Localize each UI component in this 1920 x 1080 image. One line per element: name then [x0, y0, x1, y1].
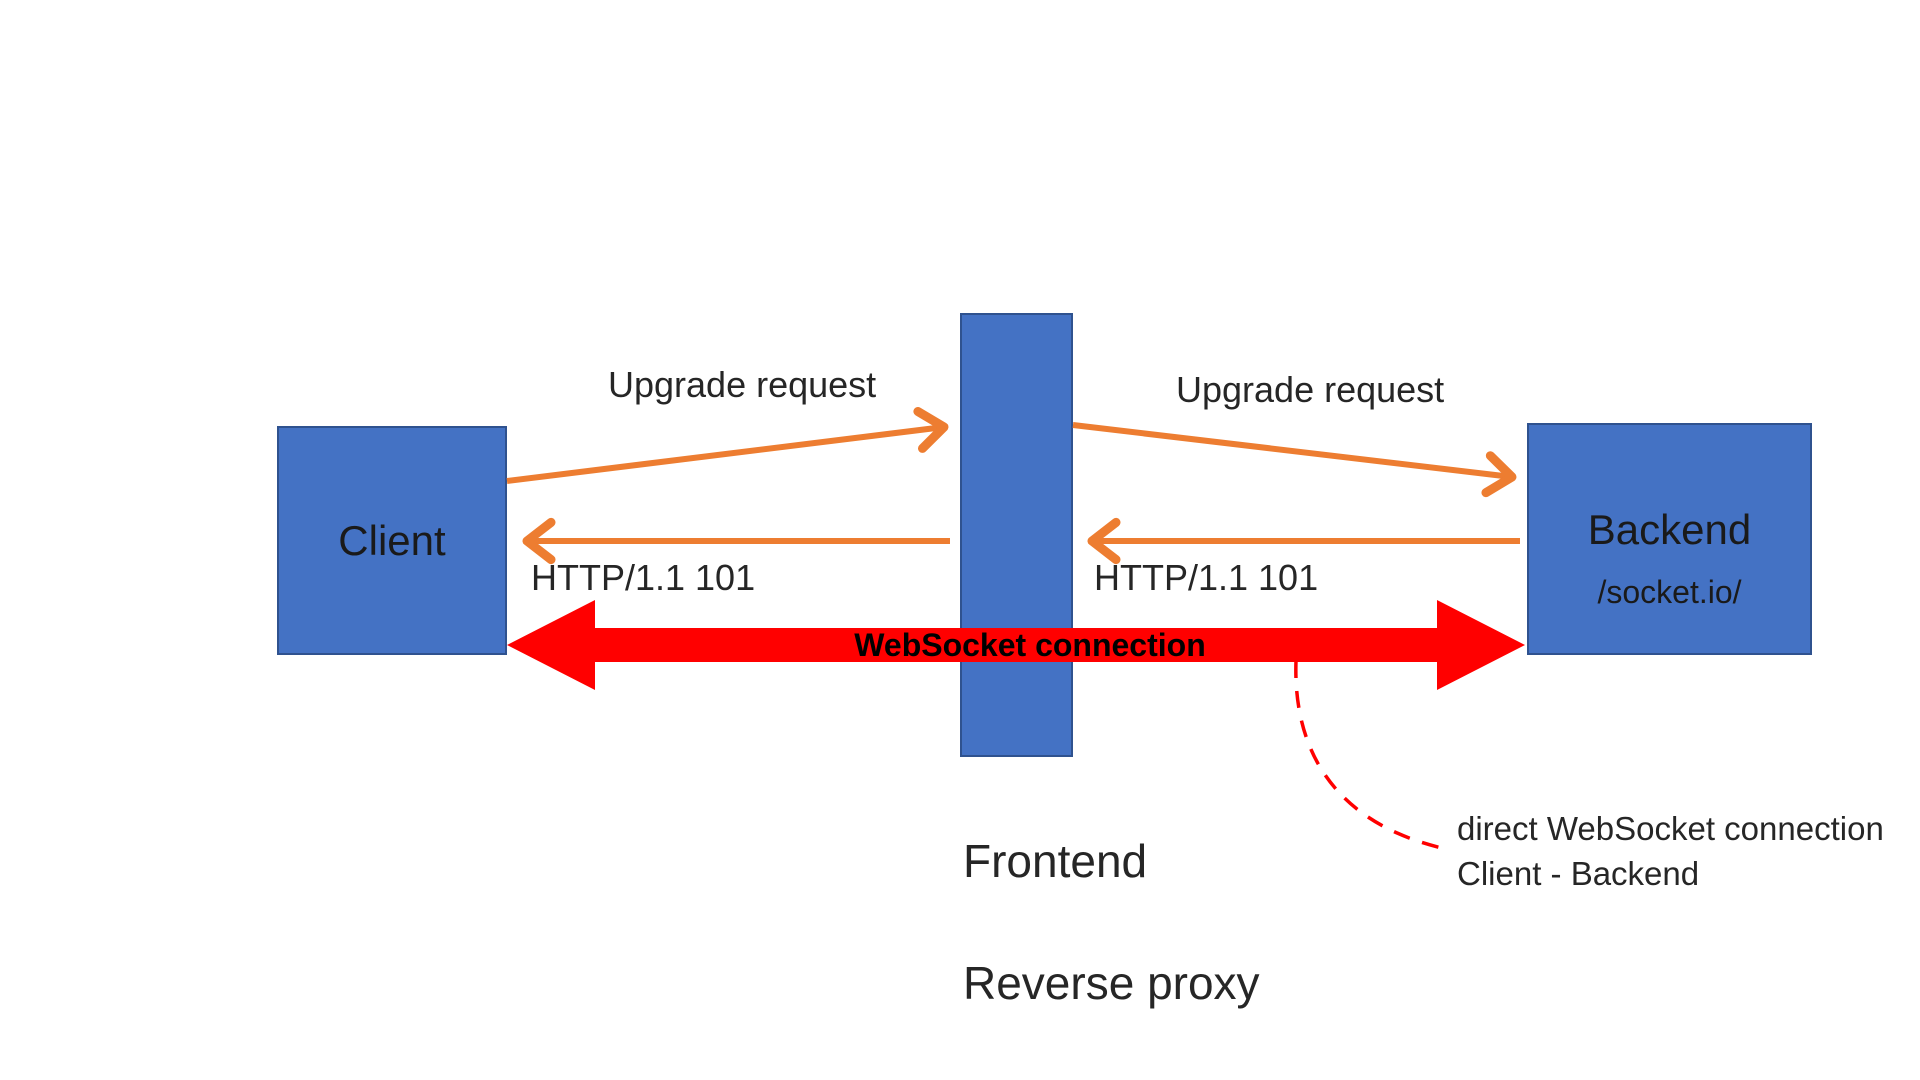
http-101-label-left: HTTP/1.1 101 [531, 557, 756, 598]
backend-node: Backend /socket.io/ [1527, 423, 1812, 655]
reverse-proxy-label: Frontend Reverse proxy [963, 770, 1260, 1075]
reverse-proxy-label-line1: Frontend [963, 835, 1148, 887]
upgrade-request-arrow-right [1072, 422, 1517, 498]
backend-node-label: Backend [1587, 506, 1752, 553]
callout-text-line2: Client - Backend [1457, 855, 1700, 892]
upgrade-request-label-right: Upgrade request [1176, 369, 1445, 410]
callout-text: direct WebSocket connection Client - Bac… [1457, 806, 1884, 896]
client-node-label: Client [338, 516, 446, 564]
upgrade-request-label-left: Upgrade request [608, 364, 877, 405]
http-101-label-right: HTTP/1.1 101 [1094, 557, 1319, 598]
client-node: Client [277, 426, 507, 655]
websocket-connection-label: WebSocket connection [854, 627, 1206, 663]
reverse-proxy-label-line2: Reverse proxy [963, 957, 1260, 1009]
upgrade-request-arrow-left [506, 406, 949, 484]
reverse-proxy-node [960, 313, 1073, 757]
callout-dashed-curve [1294, 660, 1447, 851]
backend-node-sublabel: /socket.io/ [1597, 574, 1742, 611]
callout-text-line1: direct WebSocket connection [1457, 810, 1884, 847]
